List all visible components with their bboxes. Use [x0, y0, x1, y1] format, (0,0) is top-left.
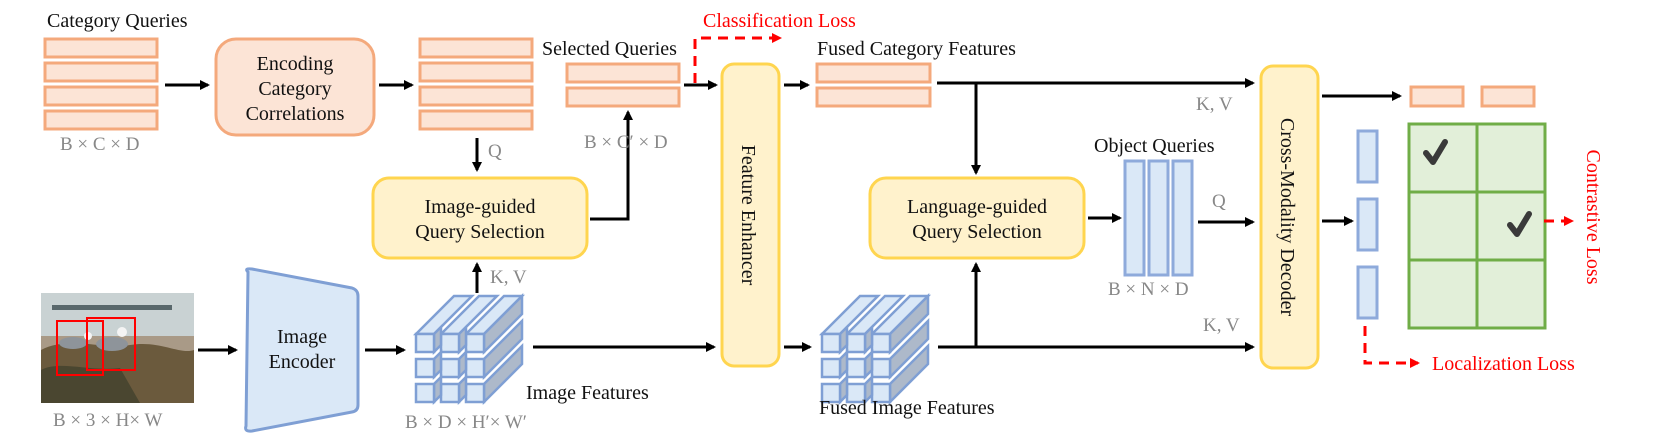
output-object-query: [1356, 265, 1379, 320]
grid-cell: [1475, 190, 1547, 262]
detection-box: [56, 320, 104, 376]
object-query-column: [1123, 159, 1146, 277]
feature-block-front: [414, 332, 436, 354]
cross-modality-decoder-label: Cross-Modality Decoder: [1276, 118, 1298, 317]
output-object-queries: [1356, 129, 1379, 320]
encoding-box-line: Correlations: [246, 103, 345, 125]
image-guided-line: Image-guided: [424, 196, 535, 218]
encoded-queries-stack: [418, 37, 534, 131]
category-query-row: [43, 37, 159, 59]
fused-category-row: [815, 62, 932, 84]
feature-block-front: [439, 357, 461, 379]
selected-queries-stack: [565, 62, 681, 108]
feature-block-front: [820, 332, 842, 354]
category-query-row: [43, 61, 159, 83]
grid-cell: [1475, 258, 1547, 330]
feature-block-front: [439, 332, 461, 354]
output-category-feature: [1480, 85, 1536, 108]
category-query-row: [43, 109, 159, 131]
arrow: [590, 110, 633, 221]
language-guided-line: Query Selection: [912, 221, 1041, 243]
encoded-query-row: [418, 109, 534, 131]
fused-image-features-cube: [818, 292, 932, 406]
image-encoder-line: Encoder: [269, 351, 336, 373]
object-queries-label: Object Queries: [1094, 135, 1215, 157]
language-guided-query-selection-box: Language-guided Query Selection: [868, 176, 1086, 260]
object-queries-dim: B × N × D: [1108, 279, 1189, 300]
kv-label-image: K, V: [490, 267, 527, 288]
checkmark-icon: [1423, 139, 1448, 165]
classification-loss-label: Classification Loss: [703, 10, 856, 32]
selected-query-row: [565, 62, 681, 84]
object-query-column: [1171, 159, 1194, 277]
feature-block-front: [464, 332, 486, 354]
image-guided-query-selection-box: Image-guided Query Selection: [371, 176, 589, 260]
image-features-dim: B × D × H′× W′: [405, 412, 527, 433]
grid-cell: [1407, 258, 1479, 330]
feature-block-front: [439, 382, 461, 404]
feature-block-front: [870, 357, 892, 379]
category-query-row: [43, 85, 159, 107]
category-queries-stack: [43, 37, 159, 131]
feature-enhancer-box: Feature Enhancer: [720, 62, 781, 368]
feature-enhancer-label: Feature Enhancer: [737, 145, 759, 286]
encoded-query-row: [418, 61, 534, 83]
selected-queries-label: Selected Queries: [542, 38, 677, 60]
feature-block-front: [820, 357, 842, 379]
fused-category-row: [815, 86, 932, 108]
image-guided-line: Query Selection: [415, 221, 544, 243]
fused-image-features-label: Fused Image Features: [819, 397, 995, 419]
checkmark-icon: [1507, 211, 1532, 237]
image-encoder: Image Encoder: [244, 267, 360, 433]
encoding-box-line: Category: [258, 78, 331, 100]
output-object-query: [1356, 197, 1379, 252]
fused-category-features-label: Fused Category Features: [817, 38, 1016, 60]
localization-loss-label: Localization Loss: [1432, 353, 1575, 375]
feature-block-front: [870, 332, 892, 354]
kv-label-top: K, V: [1196, 94, 1233, 115]
feature-block-front: [414, 357, 436, 379]
input-image: [41, 293, 194, 403]
encoding-box-line: Encoding: [257, 53, 334, 75]
grid-cell: [1407, 122, 1479, 194]
feature-block-front: [820, 382, 842, 404]
output-object-query: [1356, 129, 1379, 184]
feature-block-front: [464, 382, 486, 404]
encoded-query-row: [418, 85, 534, 107]
encoding-category-correlations-box: Encoding Category Correlations: [214, 37, 376, 137]
grid-cell: [1475, 122, 1547, 194]
object-query-column: [1147, 159, 1170, 277]
image-features-cube: [412, 292, 526, 406]
category-queries-dim: B × C × D: [60, 134, 140, 155]
encoded-query-row: [418, 37, 534, 59]
object-queries-stack: [1123, 159, 1194, 277]
selected-query-row: [565, 86, 681, 108]
image-features-label: Image Features: [526, 382, 649, 404]
input-image-dim: B × 3 × H× W: [53, 410, 162, 431]
feature-block-front: [845, 357, 867, 379]
feature-block-front: [845, 332, 867, 354]
kv-label-bottom: K, V: [1203, 315, 1240, 336]
selected-queries-dim: B × C′ × D: [584, 132, 668, 153]
output-category-feature: [1409, 85, 1465, 108]
image-encoder-line: Image: [277, 326, 327, 348]
language-guided-line: Language-guided: [907, 196, 1047, 218]
detection-box: [86, 317, 136, 371]
q-label: Q: [488, 141, 502, 162]
matching-grid: [1407, 122, 1547, 330]
fused-category-features-stack: [815, 62, 932, 108]
category-queries-label: Category Queries: [47, 10, 188, 32]
feature-block-front: [414, 382, 436, 404]
localization-loss-arrow: [1363, 326, 1420, 368]
grid-cell: [1407, 190, 1479, 262]
contrastive-loss-label: Contrastive Loss: [1582, 150, 1604, 285]
cross-modality-decoder-box: Cross-Modality Decoder: [1259, 64, 1320, 370]
feature-block-front: [464, 357, 486, 379]
q-label-decoder: Q: [1212, 191, 1226, 212]
